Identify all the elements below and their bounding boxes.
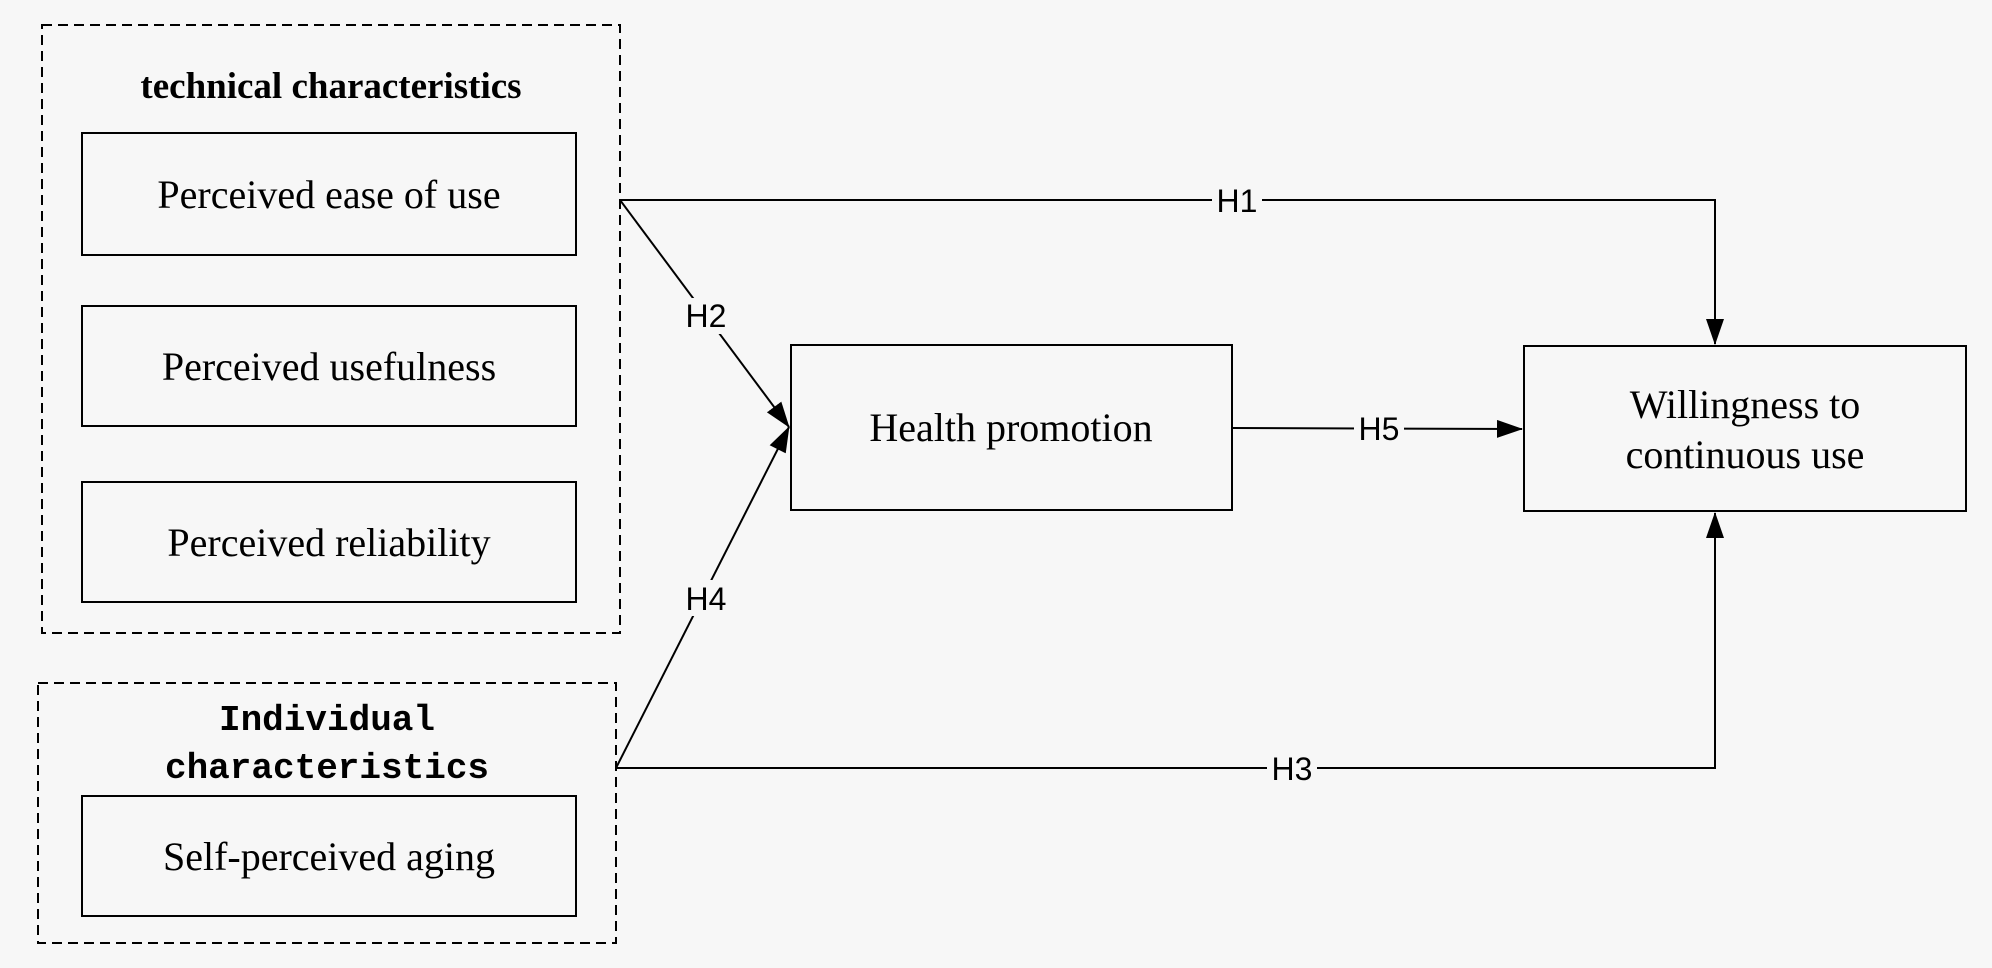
group-individual-title-line2: characteristics xyxy=(165,748,489,789)
node-self-aging-label: Self-perceived aging xyxy=(163,834,495,879)
node-usefulness-label: Perceived usefulness xyxy=(162,344,496,389)
edge-h5: H5 xyxy=(1231,411,1523,447)
edge-h2-label-bg xyxy=(681,298,731,334)
edge-h5-label-bg xyxy=(1354,412,1404,446)
edge-h4: H4 xyxy=(615,426,790,769)
edge-h2: H2 xyxy=(619,199,790,428)
node-willingness-label-line2: continuous use xyxy=(1626,432,1865,477)
node-perceived-reliability: Perceived reliability xyxy=(81,481,577,603)
group-technical-border xyxy=(41,24,621,634)
node-ease-of-use-label: Perceived ease of use xyxy=(157,172,500,217)
node-self-aging-box xyxy=(81,795,577,917)
edge-h3: H3 xyxy=(616,512,1724,787)
edge-h2-label: H2 xyxy=(686,298,727,334)
edge-h1-label: H1 xyxy=(1217,183,1258,219)
node-perceived-usefulness: Perceived usefulness xyxy=(81,305,577,427)
edge-h1-line xyxy=(620,199,1724,345)
edge-h4-label-bg xyxy=(681,580,731,616)
edge-h1-label-bg xyxy=(1212,184,1262,218)
node-health-promotion-label: Health promotion xyxy=(869,405,1152,450)
edge-h1: H1 xyxy=(620,183,1724,345)
node-willingness-box xyxy=(1523,345,1967,512)
group-technical-title: technical characteristics xyxy=(140,66,521,107)
node-self-perceived-aging: Self-perceived aging xyxy=(81,795,577,917)
edge-h3-line xyxy=(616,512,1724,769)
node-health-promotion: Health promotion xyxy=(790,344,1233,511)
node-willingness-continuous-use: Willingness to continuous use xyxy=(1523,345,1967,512)
node-usefulness-box xyxy=(81,305,577,427)
group-individual-characteristics: Individual characteristics Self-perceive… xyxy=(37,682,617,944)
group-individual-title-line1: Individual xyxy=(219,700,435,741)
node-health-promotion-box xyxy=(790,344,1233,511)
edge-h4-label: H4 xyxy=(686,581,727,617)
node-willingness-label-line1: Willingness to xyxy=(1630,382,1861,427)
node-perceived-ease-of-use: Perceived ease of use xyxy=(81,132,577,256)
group-technical-characteristics: technical characteristics Perceived ease… xyxy=(41,24,621,634)
edge-h5-label: H5 xyxy=(1359,411,1400,447)
node-reliability-box xyxy=(81,481,577,603)
group-individual-border xyxy=(37,682,617,944)
node-ease-of-use-box xyxy=(81,132,577,256)
edge-h3-label: H3 xyxy=(1272,751,1313,787)
edge-h3-label-bg xyxy=(1267,752,1317,786)
node-reliability-label: Perceived reliability xyxy=(167,520,490,565)
